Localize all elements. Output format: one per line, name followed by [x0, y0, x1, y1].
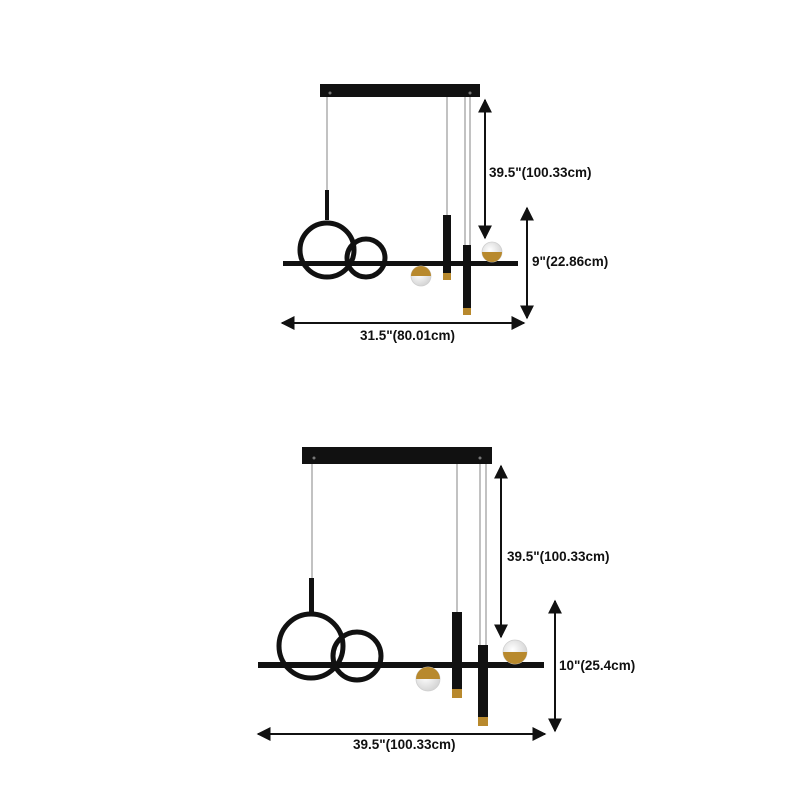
tube-lamp [463, 245, 471, 315]
brass-globe-lamp [481, 241, 503, 263]
height-label: 9"(22.86cm) [532, 254, 608, 269]
ring-large [276, 611, 346, 681]
ceiling-canopy [302, 447, 492, 464]
width-label: 31.5"(80.01cm) [360, 328, 455, 343]
drop-label: 39.5"(100.33cm) [507, 549, 609, 564]
ring-large [297, 220, 357, 280]
ring-small [330, 629, 384, 683]
fixture-top [283, 84, 518, 315]
dimension-width-bottom: 39.5"(100.33cm) [256, 727, 547, 752]
ring-stem [309, 578, 314, 614]
dimension-width-top: 31.5"(80.01cm) [280, 316, 526, 343]
dimension-drop-top: 39.5"(100.33cm) [478, 98, 591, 240]
ceiling-canopy [320, 84, 480, 97]
drop-label: 39.5"(100.33cm) [489, 165, 591, 180]
fixture-bottom [258, 447, 544, 726]
dimension-height-bottom: 10"(25.4cm) [548, 599, 635, 733]
brass-globe-lamp [502, 639, 528, 665]
horizontal-light-bar [283, 261, 518, 266]
width-label: 39.5"(100.33cm) [353, 737, 455, 752]
ring-stem [325, 190, 329, 220]
tube-lamp [478, 645, 488, 726]
height-label: 10"(25.4cm) [559, 658, 635, 673]
dimension-height-top: 9"(22.86cm) [520, 206, 608, 320]
horizontal-light-bar [258, 662, 544, 668]
tube-lamp [443, 215, 451, 280]
ring-small [344, 236, 388, 280]
brass-globe-lamp [410, 265, 432, 287]
dimension-drop-bottom: 39.5"(100.33cm) [494, 464, 609, 639]
tube-lamp [452, 612, 462, 698]
brass-globe-lamp [415, 666, 441, 692]
